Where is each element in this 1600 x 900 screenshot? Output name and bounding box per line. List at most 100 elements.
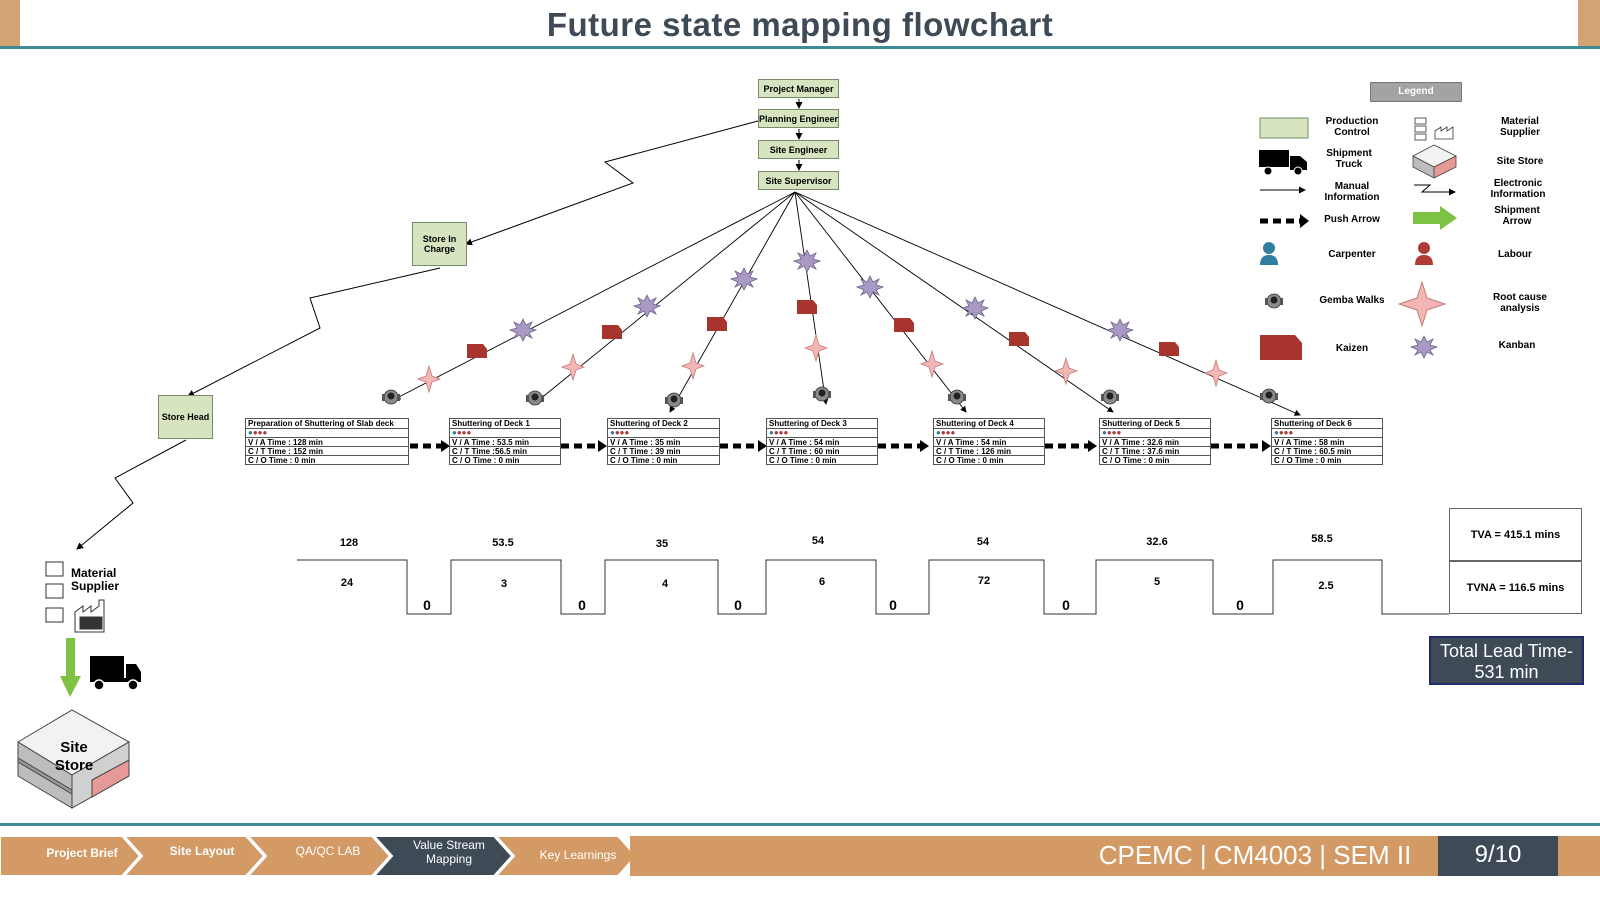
nav-site-layout[interactable]: Site Layout bbox=[169, 844, 235, 858]
legend-kaizen: Kaizen bbox=[1335, 343, 1369, 354]
site-supervisor-box: Site Supervisor bbox=[758, 171, 839, 190]
process-ct-time: C / T Time : 37.6 min bbox=[1100, 446, 1210, 455]
project-manager-box: Project Manager bbox=[758, 79, 839, 98]
worker-icons: ●●●● bbox=[1274, 428, 1294, 437]
shipment-arrow-icon bbox=[60, 638, 81, 697]
process-co-time: C / O Time : 0 min bbox=[767, 455, 877, 464]
store-in-charge-box: Store In Charge bbox=[412, 222, 467, 266]
total-lead-time-box: Total Lead Time- 531 min bbox=[1429, 636, 1584, 685]
process-co-time: C / O Time : 0 min bbox=[1272, 455, 1382, 464]
process-co-time: C / O Time : 0 min bbox=[450, 455, 560, 464]
process-ct-time: C / T Time : 126 min bbox=[934, 446, 1044, 455]
process-va-time: V / A Time : 35 min bbox=[608, 437, 719, 446]
legend-root-cause: Root cause analysis bbox=[1493, 292, 1547, 314]
process-ct-time: C / T Time : 60.5 min bbox=[1272, 446, 1382, 455]
process-va-time: V / A Time : 32.6 min bbox=[1100, 437, 1210, 446]
timeline-nva-value: 24 bbox=[340, 577, 354, 589]
legend-electronic-information: Electronic Information bbox=[1490, 178, 1546, 200]
timeline-wait-value: 0 bbox=[423, 597, 431, 613]
footer-nav: Project Brief Site Layout QA/QC LAB Valu… bbox=[0, 836, 640, 876]
worker-icons: ●●●● bbox=[936, 428, 956, 437]
store-head-box: Store Head bbox=[158, 395, 213, 439]
process-co-time: C / O Time : 0 min bbox=[246, 455, 408, 464]
timeline-wait-value: 0 bbox=[889, 597, 897, 613]
nav-project-brief[interactable]: Project Brief bbox=[46, 846, 118, 860]
timeline-ladder bbox=[297, 559, 1449, 615]
timeline-va-value: 54 bbox=[811, 535, 825, 547]
process-box: Preparation of Shuttering of Slab deck ●… bbox=[245, 418, 409, 465]
timeline-wait-value: 0 bbox=[1236, 597, 1244, 613]
legend-heading: Legend bbox=[1370, 82, 1462, 102]
legend-symbols bbox=[1259, 117, 1457, 360]
nav-value-stream-mapping[interactable]: Value Stream Mapping bbox=[413, 838, 485, 866]
page-title: Future state mapping flowchart bbox=[546, 6, 1054, 43]
legend-push-arrow: Push Arrow bbox=[1324, 214, 1380, 225]
timeline-nva-value: 3 bbox=[500, 578, 508, 590]
timeline-wait-value: 0 bbox=[734, 597, 742, 613]
timeline-va-value: 54 bbox=[976, 536, 990, 548]
root-cause-symbols bbox=[417, 334, 1228, 393]
title-divider bbox=[0, 46, 1600, 49]
legend-shipment-arrow: Shipment Arrow bbox=[1494, 205, 1540, 227]
tvna-box: TVNA = 116.5 mins bbox=[1449, 561, 1582, 614]
shipment-truck-icon bbox=[90, 656, 141, 691]
process-ct-time: C / T Time : 60 min bbox=[767, 446, 877, 455]
process-name: Preparation of Shuttering of Slab deck bbox=[246, 419, 408, 429]
timeline-nva-value: 5 bbox=[1153, 576, 1161, 588]
process-va-time: V / A Time : 54 min bbox=[934, 437, 1044, 446]
process-ct-time: C / T Time : 152 min bbox=[246, 446, 408, 455]
timeline-nva-value: 6 bbox=[818, 576, 826, 588]
timeline-va-value: 58.5 bbox=[1311, 533, 1333, 545]
worker-icons: ●●●● bbox=[769, 428, 789, 437]
material-supplier-icon bbox=[45, 561, 105, 633]
timeline-wait-value: 0 bbox=[1062, 597, 1070, 613]
gemba-walk-symbols bbox=[381, 386, 1279, 408]
legend-gemba-walks: Gemba Walks bbox=[1319, 295, 1385, 306]
process-co-time: C / O Time : 0 min bbox=[608, 455, 719, 464]
process-name: Shuttering of Deck 5 bbox=[1100, 419, 1210, 429]
site-store-icon bbox=[17, 709, 131, 809]
page-number: 9/10 bbox=[1438, 836, 1558, 876]
footer-nav-chevrons bbox=[0, 835, 638, 877]
timeline-nva-value: 4 bbox=[661, 578, 669, 590]
process-co-time: C / O Time : 0 min bbox=[934, 455, 1044, 464]
process-box: Shuttering of Deck 1 ●●●● V / A Time : 5… bbox=[449, 418, 561, 465]
worker-icons: ●●●● bbox=[610, 428, 630, 437]
process-box: Shuttering of Deck 6 ●●●● V / A Time : 5… bbox=[1271, 418, 1383, 465]
legend-carpenter: Carpenter bbox=[1328, 249, 1376, 260]
timeline-va-value: 53.5 bbox=[492, 537, 514, 549]
push-arrow-heads bbox=[441, 440, 1271, 452]
nav-qa-qc-lab[interactable]: QA/QC LAB bbox=[295, 844, 361, 858]
header-accent-right bbox=[1578, 0, 1600, 48]
timeline-va-value: 32.6 bbox=[1146, 536, 1168, 548]
process-name: Shuttering of Deck 1 bbox=[450, 419, 560, 429]
process-name: Shuttering of Deck 6 bbox=[1272, 419, 1382, 429]
material-supplier-label: Material Supplier bbox=[71, 566, 120, 593]
process-name: Shuttering of Deck 4 bbox=[934, 419, 1044, 429]
legend-site-store: Site Store bbox=[1496, 156, 1544, 167]
planning-engineer-box: Planning Engineer bbox=[758, 109, 839, 128]
process-name: Shuttering of Deck 2 bbox=[608, 419, 719, 429]
worker-icons: ●●●● bbox=[452, 428, 472, 437]
legend-production-control: Production Control bbox=[1325, 116, 1379, 138]
process-va-time: V / A Time : 53.5 min bbox=[450, 437, 560, 446]
legend-manual-information: Manual Information bbox=[1324, 181, 1380, 203]
process-box: Shuttering of Deck 4 ●●●● V / A Time : 5… bbox=[933, 418, 1045, 465]
timeline-va-value: 128 bbox=[339, 537, 359, 549]
timeline-wait-value: 0 bbox=[578, 597, 586, 613]
process-box: Shuttering of Deck 2 ●●●● V / A Time : 3… bbox=[607, 418, 720, 465]
course-label: CPEMC | CM4003 | SEM II bbox=[1098, 840, 1412, 870]
timeline-va-value: 35 bbox=[655, 538, 669, 550]
tva-box: TVA = 415.1 mins bbox=[1449, 508, 1582, 561]
timeline-nva-value: 2.5 bbox=[1318, 580, 1334, 592]
timeline-nva-value: 72 bbox=[977, 575, 991, 587]
process-va-time: V / A Time : 58 min bbox=[1272, 437, 1382, 446]
process-ct-time: C / T Time :56.5 min bbox=[450, 446, 560, 455]
legend-labour: Labour bbox=[1498, 249, 1532, 260]
process-va-time: V / A Time : 54 min bbox=[767, 437, 877, 446]
legend-material-supplier: Material Supplier bbox=[1499, 116, 1540, 138]
site-store-label: Site Store bbox=[54, 739, 94, 774]
nav-key-learnings[interactable]: Key Learnings bbox=[539, 848, 617, 862]
footer-divider bbox=[0, 823, 1600, 826]
